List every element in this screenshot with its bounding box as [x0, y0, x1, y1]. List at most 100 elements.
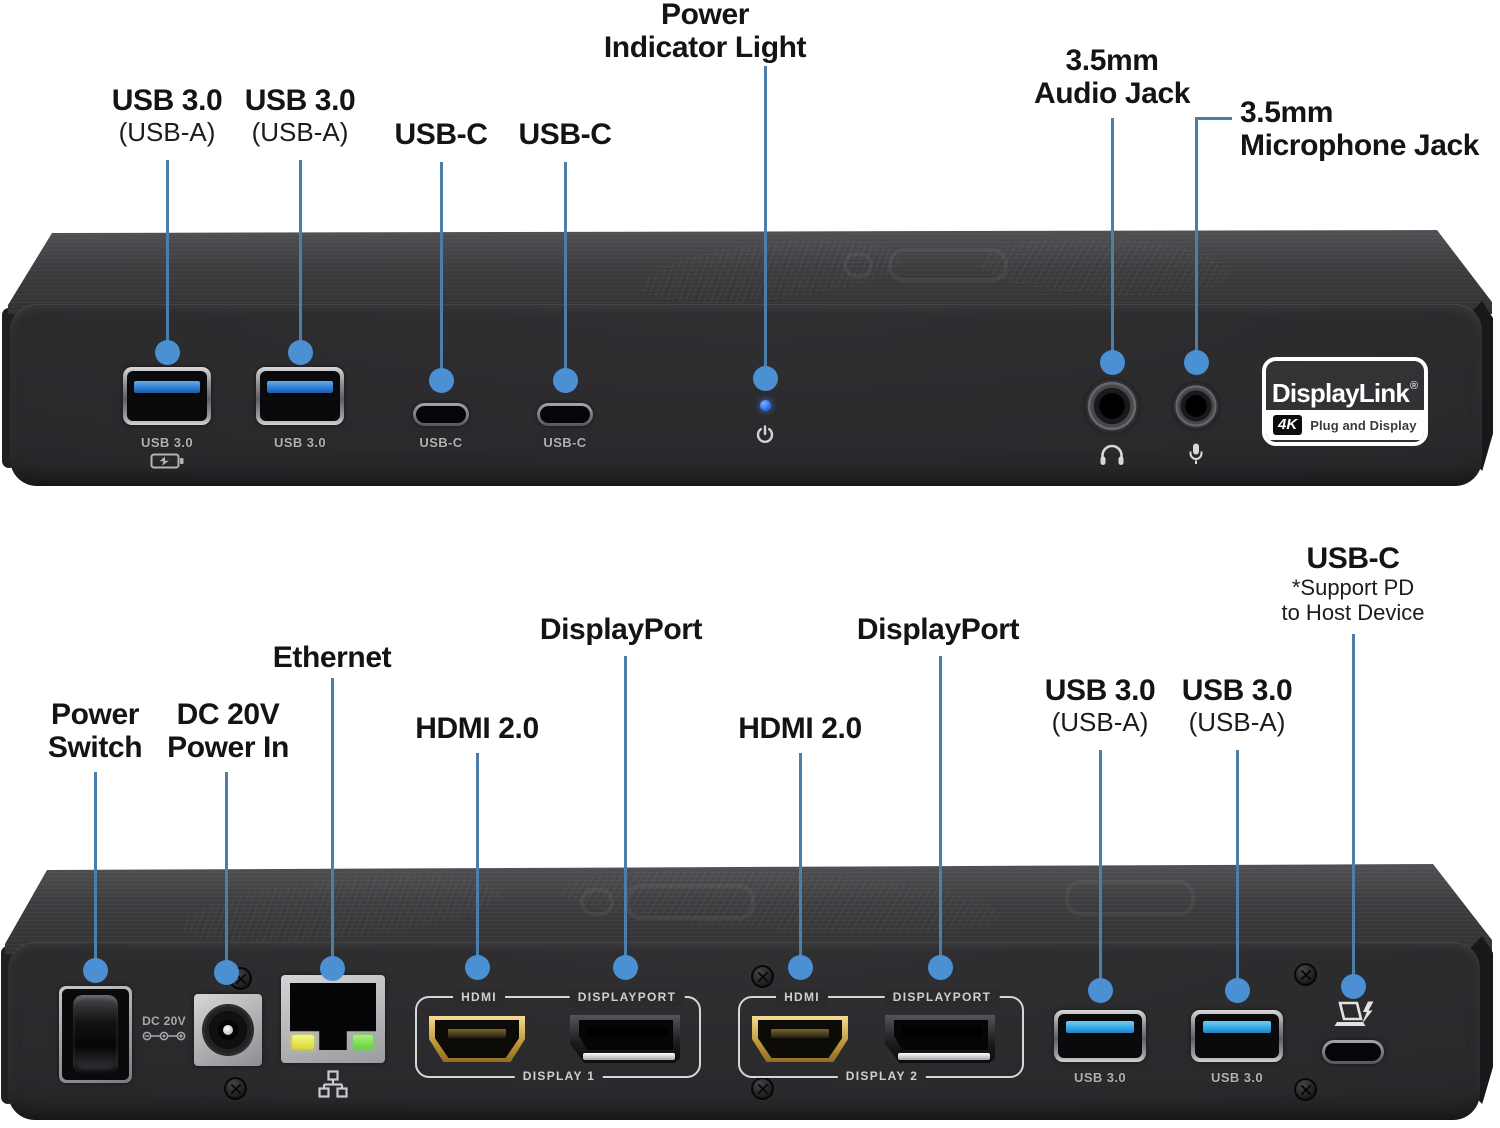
leader-elbow: [1196, 117, 1232, 120]
power-led: [760, 400, 771, 411]
displaylink-badge: DisplayLink® 4K Plug and Display: [1262, 357, 1428, 446]
callout-displayport-2: DisplayPort: [856, 613, 1020, 646]
usb-c-port-front-2: [537, 403, 593, 426]
leader-dot: [787, 954, 813, 980]
leader-line: [563, 162, 567, 380]
leader-dot: [752, 365, 778, 391]
screw: [751, 965, 774, 988]
rocker-switch: [73, 995, 118, 1074]
polarity-icon: [142, 1031, 186, 1041]
port-label-displayport2: DISPLAYPORT: [884, 989, 1000, 1006]
leader-line: [439, 162, 443, 380]
ethernet-icon: [318, 1070, 348, 1098]
hdmi-port-2: [752, 1016, 848, 1062]
leader-line: [1194, 117, 1198, 362]
callout-mic-jack: 3.5mm Microphone Jack: [1240, 96, 1480, 162]
callout-hdmi-2: HDMI 2.0: [738, 712, 862, 745]
screw: [751, 1077, 774, 1100]
headphone-icon: [1100, 444, 1124, 465]
leader-line: [475, 753, 479, 967]
port-label-displayport1: DISPLAYPORT: [569, 989, 685, 1006]
usb-c-port-front-1: [413, 403, 469, 426]
usb-a-port-rear-1: [1054, 1010, 1146, 1062]
hdmi-port-1: [429, 1016, 525, 1062]
usb-a-port-front-2: [256, 367, 344, 425]
leader-line: [1235, 750, 1239, 990]
port-label-rear-usb1: USB 3.0: [1074, 1070, 1126, 1085]
leader-dot: [1087, 977, 1113, 1003]
front-dock-face: [10, 304, 1482, 486]
dc-marking: DC 20V: [136, 1014, 192, 1047]
leader-line: [623, 656, 627, 967]
leader-dot: [927, 954, 953, 980]
callout-dc-power-in: DC 20V Power In: [167, 698, 289, 764]
leader-dot: [287, 339, 313, 365]
leader-dot: [1224, 977, 1250, 1003]
power-symbol-icon: [756, 425, 774, 443]
leader-line: [763, 66, 767, 378]
callout-ethernet: Ethernet: [272, 641, 392, 674]
emboss-logo-hint: [580, 888, 614, 916]
port-label-usb2: USB 3.0: [274, 435, 326, 450]
port-label-hdmi1: HDMI: [453, 989, 505, 1006]
callout-usb-c-1: USB-C: [394, 118, 488, 151]
registered-mark: ®: [1410, 380, 1419, 392]
callout-displayport-1: DisplayPort: [539, 613, 703, 646]
leader-dot: [82, 957, 108, 983]
leader-line: [798, 753, 802, 967]
displayport-port-1: [570, 1015, 680, 1063]
leader-dot: [154, 339, 180, 365]
callout-usb-a-1: USB 3.0 (USB-A): [111, 84, 223, 147]
leader-line: [224, 772, 228, 972]
leader-dot: [213, 959, 239, 985]
emboss-logo-hint: [625, 884, 755, 920]
group-label-display2: DISPLAY 2: [837, 1068, 927, 1085]
emboss-logo-hint: [1065, 880, 1195, 916]
usb-c-port-rear: [1322, 1040, 1384, 1064]
leader-line: [1110, 118, 1114, 362]
leader-dot: [1340, 973, 1366, 999]
leader-line: [938, 656, 942, 967]
leader-dot: [1099, 349, 1125, 375]
leader-dot: [552, 367, 578, 393]
laptop-charging-icon: [1334, 1001, 1374, 1026]
leader-line: [165, 160, 169, 352]
leader-line: [298, 160, 302, 352]
callout-power-indicator: Power Indicator Light: [603, 0, 807, 64]
usb-a-port-rear-2: [1191, 1010, 1283, 1062]
badge-tagline: Plug and Display: [1310, 417, 1417, 433]
ethernet-port: [281, 975, 385, 1063]
microphone-icon: [1189, 443, 1203, 464]
group-label-display1: DISPLAY 1: [514, 1068, 604, 1085]
callout-usb-a-2: USB 3.0 (USB-A): [244, 84, 356, 147]
ethernet-led-yellow: [292, 1035, 314, 1049]
port-label-usbc2: USB-C: [543, 435, 587, 450]
front-dock-top-surface: [8, 230, 1492, 314]
leader-line: [93, 772, 97, 970]
leader-dot: [612, 954, 638, 980]
displayport-port-2: [885, 1015, 995, 1063]
microphone-jack-port: [1173, 383, 1219, 429]
leader-dot: [428, 367, 454, 393]
displaylink-brand: DisplayLink®: [1271, 378, 1419, 408]
usb-a-port-front-1: [123, 367, 211, 425]
audio-jack-port: [1085, 379, 1139, 433]
emboss-logo-hint: [888, 248, 1008, 282]
leader-line: [1098, 750, 1102, 990]
dc-power-jack: [194, 994, 262, 1066]
port-label-usb1: USB 3.0: [141, 435, 193, 450]
screw: [1294, 963, 1317, 986]
rear-dock-top-surface: [5, 864, 1492, 954]
port-label-hdmi2: HDMI: [776, 989, 828, 1006]
leader-dot: [464, 954, 490, 980]
screw: [1294, 1078, 1317, 1101]
battery-charge-icon: [150, 453, 184, 469]
screw: [224, 1077, 247, 1100]
badge-4k: 4K: [1273, 415, 1303, 435]
callout-usb-c-host: USB-C *Support PD to Host Device: [1281, 542, 1425, 625]
callout-power-switch: Power Switch: [47, 698, 143, 764]
callout-usb-c-2: USB-C: [518, 118, 612, 151]
leader-dot: [1183, 349, 1209, 375]
leader-line: [1351, 634, 1355, 986]
